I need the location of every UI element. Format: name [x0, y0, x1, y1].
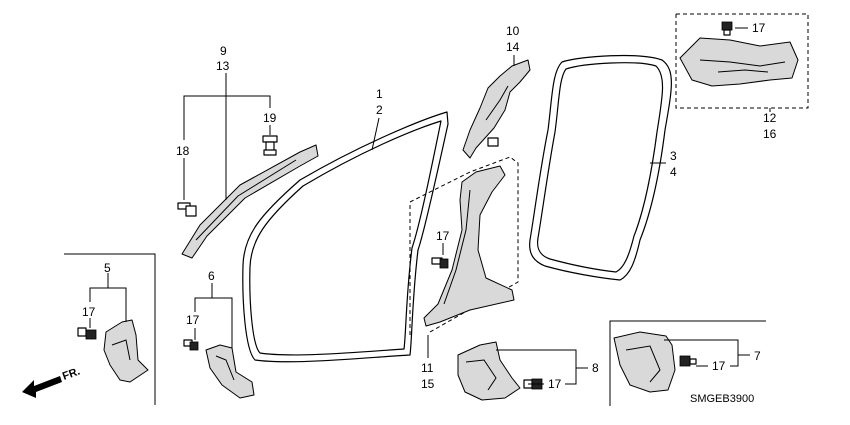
clip-18 — [177, 202, 197, 217]
callout-12: 12 — [763, 111, 777, 125]
rear-pillar-garnish-ribs-2 — [717, 69, 769, 73]
rear-pillar-garnish-ribs — [699, 59, 786, 67]
callout-17-b-pillar: 17 — [436, 229, 450, 243]
sill-trim-6-detail — [215, 355, 235, 381]
rear-door-weatherstrip-outer — [529, 54, 672, 281]
callout-19: 19 — [263, 111, 277, 125]
b-pillar-upper-garnish — [462, 59, 531, 159]
callout-11: 11 — [421, 361, 434, 375]
b-pillar-lower-garnish — [423, 165, 515, 327]
callout-17-rear-pillar: 17 — [752, 21, 766, 35]
clip-17-sill-trim-6 — [183, 339, 199, 351]
callout-17-sill-trim-6: 17 — [186, 313, 200, 327]
leader-lines — [89, 27, 771, 385]
kick-panel-5-detail — [111, 339, 131, 361]
callout-10: 10 — [506, 24, 520, 38]
callout-17-kick-panel-5: 17 — [82, 305, 96, 319]
diagram-code: SMGEB3900 — [690, 393, 754, 405]
inset-box-5 — [64, 253, 156, 405]
clip-17-kick-panel-5 — [77, 327, 97, 340]
callout-15: 15 — [421, 377, 435, 391]
rear-side-trim-7 — [613, 331, 676, 393]
callout-7: 7 — [754, 349, 761, 363]
rear-door-weatherstrip-inner — [536, 62, 664, 273]
callout-18: 18 — [176, 144, 190, 158]
front-door-weatherstrip-inner — [249, 120, 442, 356]
callout-1: 1 — [376, 87, 383, 101]
callout-9: 9 — [220, 44, 227, 58]
clip-19 — [262, 135, 278, 156]
inset-box-7 — [609, 320, 766, 406]
callout-6: 6 — [208, 269, 215, 283]
b-pillar-lower-edge — [443, 189, 471, 305]
front-direction-arrow: FR. — [22, 365, 82, 398]
b-pillar-upper-tab — [487, 137, 499, 147]
callout-17-rear-side-trim-7: 17 — [712, 359, 726, 373]
callout-13: 13 — [216, 59, 230, 73]
b-pillar-lower-dashed-frame — [409, 156, 519, 335]
sill-trim-6 — [205, 344, 255, 399]
front-direction-label: FR. — [61, 365, 82, 382]
clip-17-b-pillar — [431, 257, 449, 269]
callout-4: 4 — [670, 165, 677, 179]
callout-14: 14 — [506, 40, 520, 54]
clip-17-rear-side-trim-7 — [679, 355, 697, 367]
callout-8: 8 — [592, 361, 599, 375]
callout-2: 2 — [376, 103, 383, 117]
callout-5: 5 — [104, 261, 111, 275]
rear-side-trim-7-detail — [625, 345, 661, 383]
callout-3: 3 — [670, 149, 677, 163]
callout-17-rear-kick-panel-8: 17 — [548, 377, 562, 391]
inset-box-12-16 — [675, 13, 809, 109]
rear-kick-panel-8-detail — [465, 359, 497, 391]
front-door-weatherstrip-outer — [242, 111, 449, 363]
clip-17-rear-pillar — [721, 21, 733, 36]
a-pillar-garnish-edge — [195, 159, 297, 241]
rear-pillar-garnish — [679, 37, 799, 87]
front-kick-panel-5 — [103, 319, 149, 383]
rear-kick-panel-8 — [457, 341, 521, 401]
a-pillar-garnish — [181, 144, 319, 259]
callout-16: 16 — [763, 127, 777, 141]
b-pillar-upper-ribs — [485, 85, 509, 121]
